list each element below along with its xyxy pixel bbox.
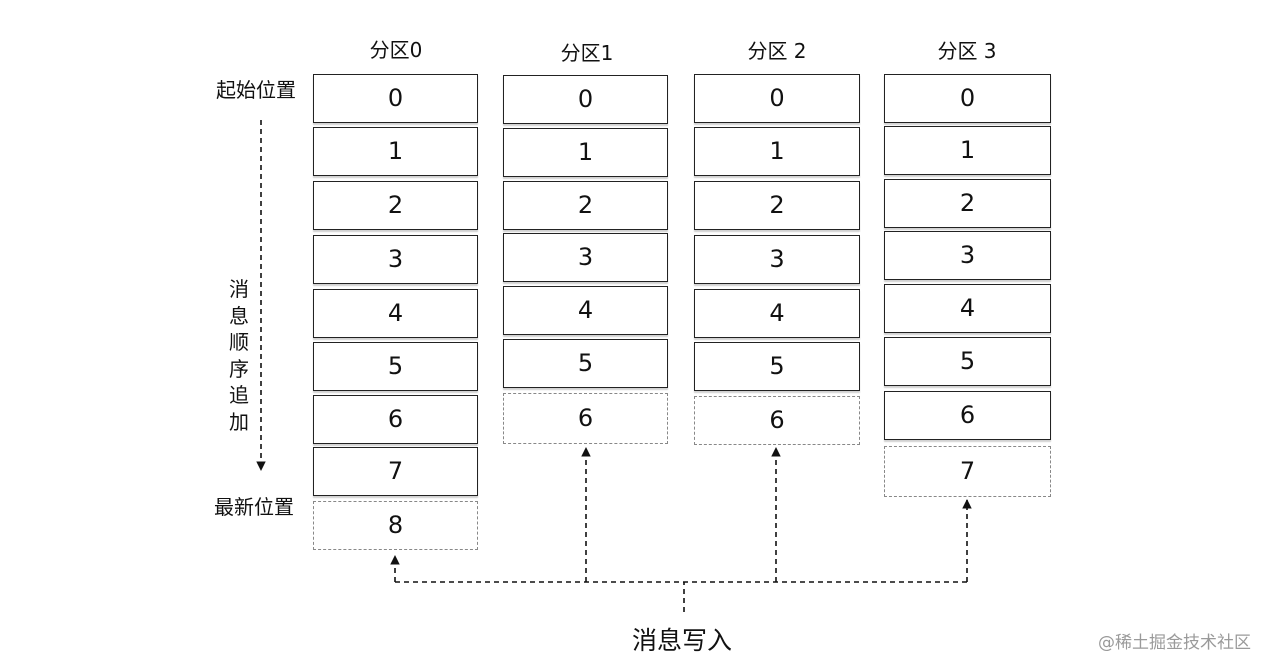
offset-cell: 1 xyxy=(884,126,1051,175)
offset-cell: 0 xyxy=(884,74,1051,123)
watermark: @稀土掘金技术社区 xyxy=(1098,633,1251,653)
next-offset-cell: 6 xyxy=(694,396,860,445)
offset-cell: 5 xyxy=(884,337,1051,386)
offset-cell: 6 xyxy=(313,395,478,444)
offset-cell: 5 xyxy=(503,339,668,388)
offset-cell: 1 xyxy=(313,127,478,176)
start-position-label: 起始位置 xyxy=(216,78,296,102)
offset-cell: 5 xyxy=(313,342,478,391)
offset-cell: 3 xyxy=(313,235,478,284)
offset-cell: 6 xyxy=(884,391,1051,440)
latest-position-label: 最新位置 xyxy=(214,495,294,519)
offset-cell: 0 xyxy=(313,74,478,123)
append-char: 追 xyxy=(229,383,249,407)
offset-cell: 2 xyxy=(313,181,478,230)
next-offset-cell: 8 xyxy=(313,501,478,550)
offset-cell: 2 xyxy=(503,181,668,230)
offset-cell: 1 xyxy=(694,127,860,176)
append-order-label: 消 息 顺 序 追 加 xyxy=(227,276,251,435)
next-offset-cell: 6 xyxy=(503,393,668,444)
offset-cell: 4 xyxy=(694,289,860,338)
offset-cell: 5 xyxy=(694,342,860,391)
offset-cell: 3 xyxy=(503,233,668,282)
append-char: 序 xyxy=(229,356,249,381)
offset-cell: 2 xyxy=(884,179,1051,228)
offset-cell: 2 xyxy=(694,181,860,230)
offset-cell: 4 xyxy=(313,289,478,338)
partition-title: 分区 3 xyxy=(937,39,997,63)
message-write-label: 消息写入 xyxy=(632,626,733,655)
append-char: 顺 xyxy=(229,330,249,354)
offset-cell: 1 xyxy=(503,128,668,177)
append-char: 加 xyxy=(229,409,249,434)
offset-cell: 4 xyxy=(503,286,668,335)
append-char: 息 xyxy=(229,303,249,328)
partition-title: 分区1 xyxy=(560,41,614,65)
partition-title: 分区 2 xyxy=(747,39,807,63)
partition-title: 分区0 xyxy=(369,38,423,62)
offset-cell: 3 xyxy=(884,231,1051,280)
append-char: 消 xyxy=(229,277,249,301)
offset-cell: 3 xyxy=(694,235,860,284)
offset-cell: 7 xyxy=(313,447,478,496)
offset-cell: 0 xyxy=(694,74,860,123)
next-offset-cell: 7 xyxy=(884,446,1051,497)
offset-cell: 0 xyxy=(503,75,668,124)
offset-cell: 4 xyxy=(884,284,1051,333)
